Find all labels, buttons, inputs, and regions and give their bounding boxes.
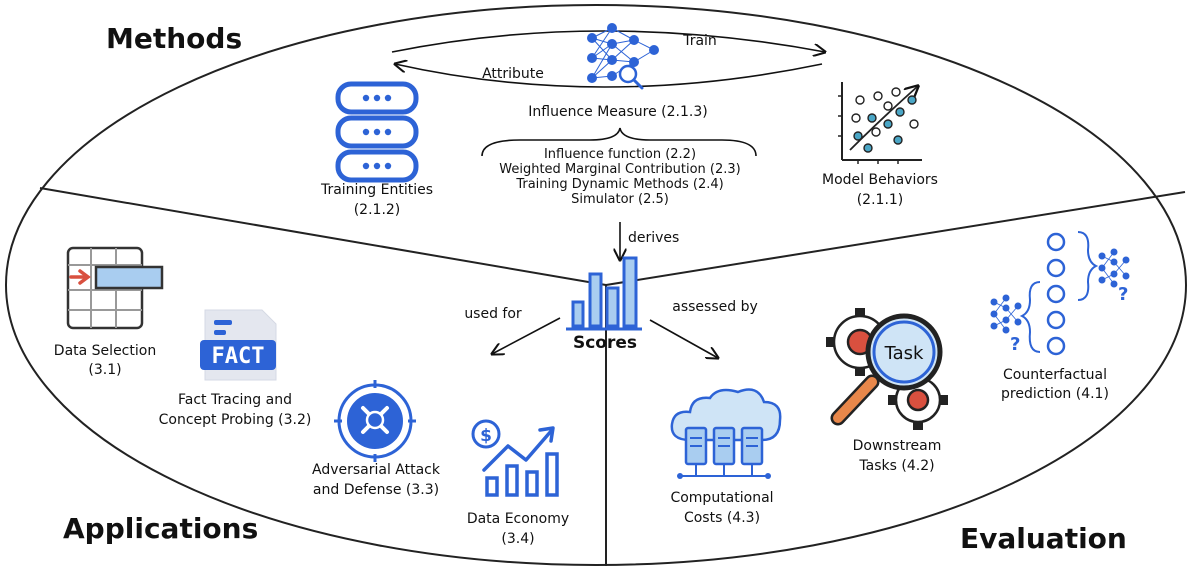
method-item: Simulator (2.5) — [571, 192, 669, 207]
training-entities-label: Training Entities — [320, 182, 434, 198]
data-economy-label: Data Economy — [466, 511, 570, 527]
method-list-brace — [481, 127, 757, 157]
scores-icon — [566, 256, 642, 331]
fact-document-icon: FACT — [200, 309, 277, 381]
attribute-label: Attribute — [482, 66, 544, 82]
section-title-applications: Applications — [63, 512, 259, 545]
adversarial-label-line2: and Defense (3.3) — [312, 482, 440, 498]
assessed-by-arrow — [649, 319, 718, 358]
attribute-arrow — [395, 64, 823, 88]
assessed-by-label: assessed by — [672, 299, 758, 315]
task-icon-label: Task — [884, 343, 924, 364]
data-economy-ref: (3.4) — [501, 531, 535, 547]
svg-text:?: ? — [1010, 334, 1020, 355]
scatter-plot-icon — [838, 82, 922, 164]
svg-text:$: $ — [480, 426, 492, 446]
neural-network-icon — [587, 23, 659, 90]
database-icon — [335, 81, 419, 183]
downstream-tasks-label-line2: Tasks (4.2) — [859, 458, 935, 474]
task-magnifier-icon: Task — [826, 308, 948, 430]
train-label: Train — [683, 33, 717, 49]
counterfactual-icon: ? ? — [990, 231, 1130, 356]
data-economy-icon: $ — [471, 419, 559, 497]
downstream-tasks-label: Downstream — [852, 438, 942, 454]
section-title-methods: Methods — [106, 22, 243, 55]
data-selection-ref: (3.1) — [88, 362, 122, 378]
scores-label: Scores — [572, 333, 638, 353]
section-title-evaluation: Evaluation — [960, 522, 1127, 555]
influence-measure-label: Influence Measure (2.1.3) — [528, 104, 708, 120]
data-selection-label: Data Selection — [53, 343, 157, 359]
computational-costs-label-line2: Costs (4.3) — [683, 510, 761, 526]
divider-left — [39, 187, 607, 286]
cloud-servers-icon — [670, 388, 782, 479]
svg-text:?: ? — [1118, 284, 1128, 305]
fact-tracing-label: Fact Tracing and — [178, 392, 292, 408]
used-for-label: used for — [464, 306, 522, 322]
fact-icon-label: FACT — [212, 344, 265, 369]
computational-costs-label: Computational — [670, 490, 774, 506]
training-entities-ref: (2.1.2) — [353, 202, 401, 218]
derives-label: derives — [628, 230, 680, 246]
fact-tracing-label-line2: Concept Probing (3.2) — [158, 412, 312, 428]
adversarial-label: Adversarial Attack — [311, 462, 440, 478]
divider-right — [605, 191, 1186, 286]
method-item: Influence function (2.2) — [543, 147, 697, 162]
adversarial-shield-icon — [334, 380, 416, 462]
counterfactual-label: Counterfactual — [1003, 367, 1107, 383]
outer-ellipse — [5, 4, 1187, 566]
used-for-arrow — [492, 317, 561, 354]
method-item: Training Dynamic Methods (2.4) — [516, 177, 724, 192]
data-selection-icon — [66, 246, 164, 330]
train-arrow — [391, 30, 825, 52]
method-item: Weighted Marginal Contribution (2.3) — [499, 162, 741, 177]
counterfactual-label-line2: prediction (4.1) — [1001, 386, 1109, 402]
model-behaviors-ref: (2.1.1) — [856, 192, 904, 208]
model-behaviors-label: Model Behaviors — [822, 172, 938, 188]
